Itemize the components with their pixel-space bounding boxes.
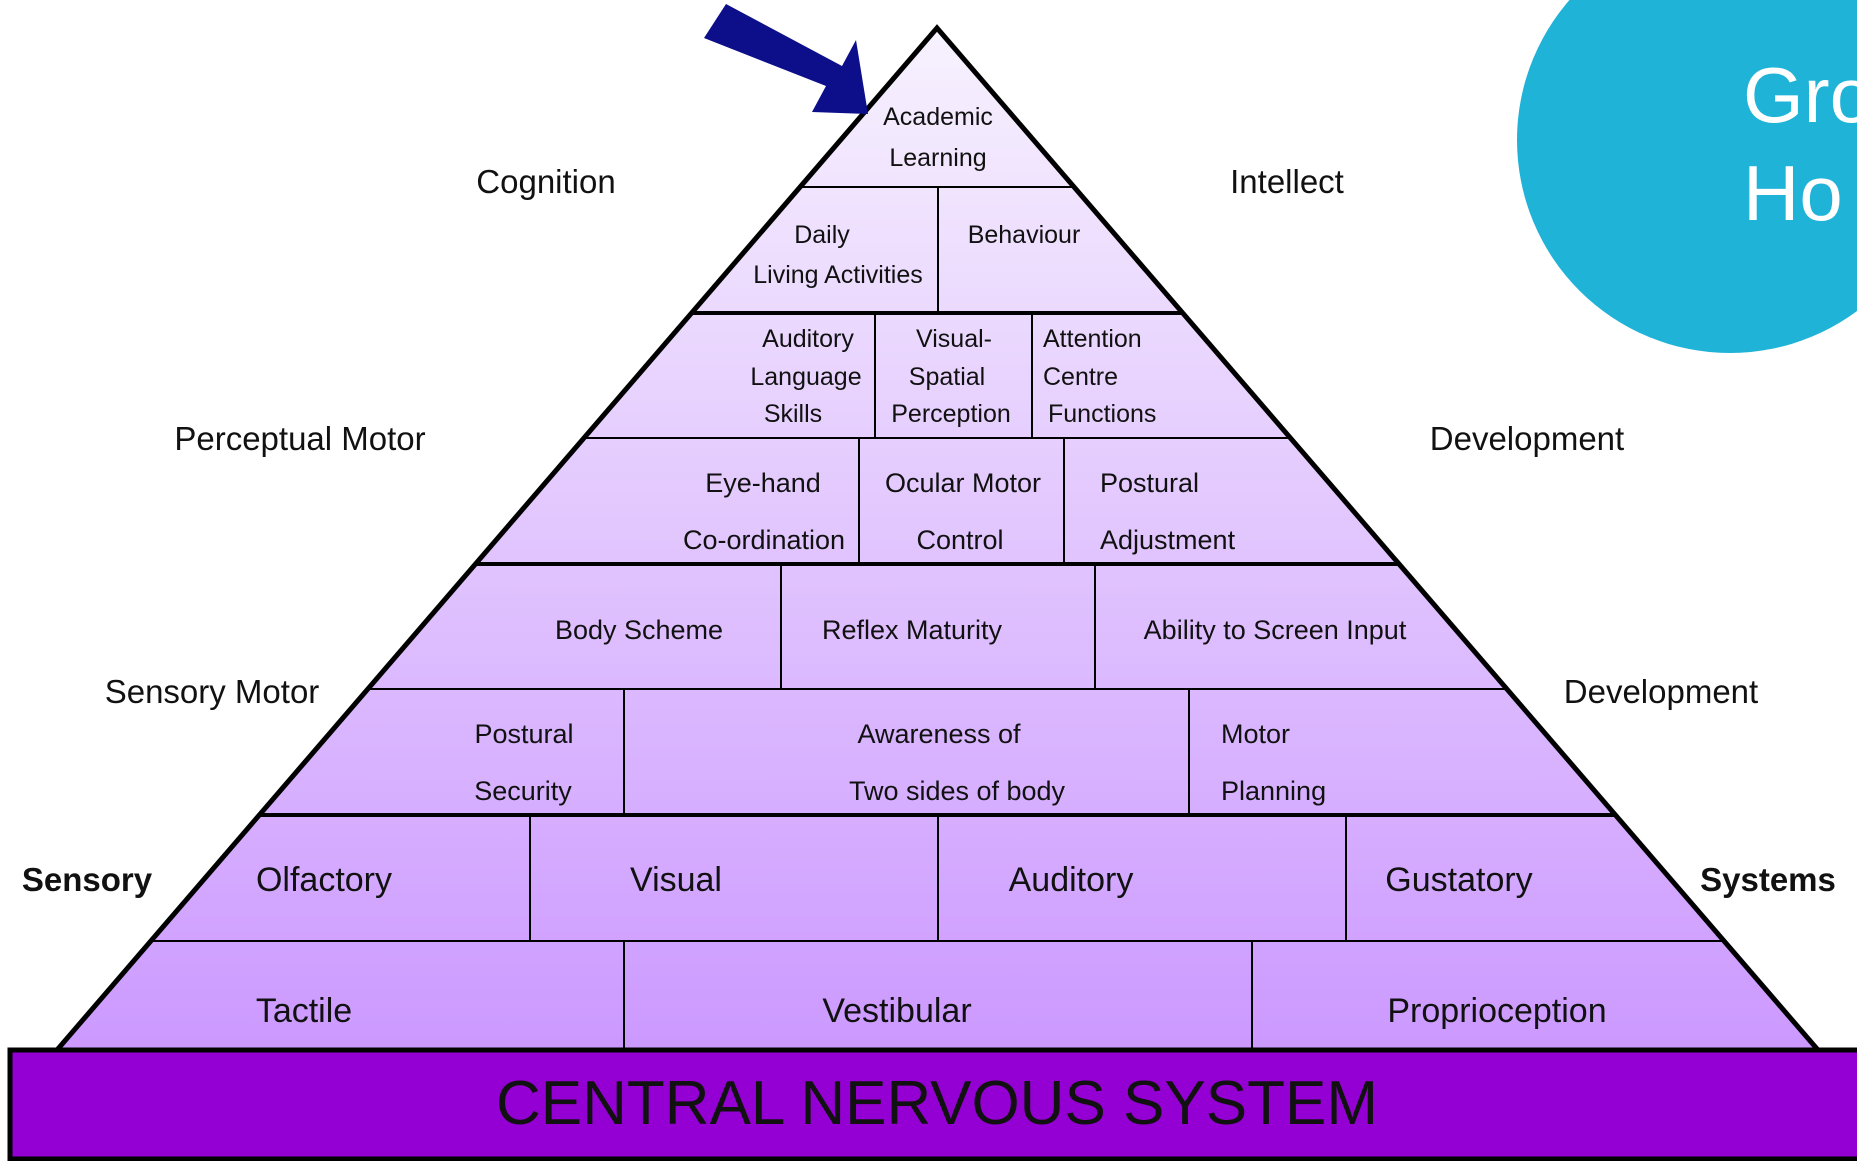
- cell-postural-adjustment: Postural Adjustment: [1100, 468, 1236, 555]
- cell-visual-spatial-line1: Visual-: [916, 325, 992, 353]
- cell-eye-hand: Eye-hand Co-ordination: [683, 468, 845, 555]
- label-development-1: Development: [1430, 420, 1624, 457]
- cell-screen-input: Ability to Screen Input: [1144, 615, 1407, 645]
- logo-text-line1: Gro: [1743, 51, 1857, 139]
- cell-eye-hand-line1: Eye-hand: [705, 468, 821, 498]
- cell-postural-security: Postural Security: [474, 719, 573, 806]
- cell-gustatory: Gustatory: [1385, 861, 1532, 899]
- cell-daily-line2: Living Activities: [753, 261, 923, 289]
- cell-tactile: Tactile: [256, 992, 352, 1030]
- cell-auditory-language: Auditory Language Skills: [750, 325, 861, 428]
- cell-reflex-maturity: Reflex Maturity: [822, 615, 1003, 645]
- label-sensory-motor: Sensory Motor: [105, 673, 320, 710]
- cell-auditory-language-line3: Skills: [764, 400, 822, 428]
- central-nervous-system-bar: [7, 1047, 1857, 1161]
- cell-two-sides-line2: Two sides of body: [849, 776, 1066, 806]
- arrow-pointer-icon: [704, 4, 868, 114]
- cell-two-sides-line1: Awareness of: [857, 719, 1021, 749]
- cell-behaviour: Behaviour: [968, 221, 1081, 249]
- label-intellect: Intellect: [1230, 163, 1344, 200]
- cell-daily-living: Daily Living Activities: [753, 221, 923, 289]
- cell-attention-line2: Centre: [1043, 363, 1118, 391]
- cell-postural-security-line1: Postural: [474, 719, 573, 749]
- label-perceptual-motor: Perceptual Motor: [174, 420, 425, 457]
- logo-badge: Gro Ho: [1517, 0, 1857, 353]
- cell-attention-line3: Functions: [1048, 400, 1156, 428]
- cell-academic-line2: Learning: [889, 144, 986, 172]
- cell-attention-centre: Attention Centre Functions: [1043, 325, 1156, 428]
- pyramid-body: [57, 28, 1818, 1050]
- cell-two-sides: Awareness of Two sides of body: [849, 719, 1066, 806]
- cell-postural-adjustment-line1: Postural: [1100, 468, 1199, 498]
- cell-attention-line1: Attention: [1043, 325, 1142, 353]
- cell-ocular-line1: Ocular Motor: [885, 468, 1041, 498]
- label-development-2: Development: [1564, 673, 1758, 710]
- logo-circle: [1517, 0, 1857, 353]
- cell-olfactory: Olfactory: [256, 861, 392, 899]
- logo-text-line2: Ho: [1743, 149, 1843, 237]
- label-sensory: Sensory: [22, 861, 153, 898]
- cell-motor-planning-line2: Planning: [1221, 776, 1326, 806]
- cell-visual: Visual: [630, 861, 722, 899]
- cell-vestibular: Vestibular: [822, 992, 971, 1030]
- cell-body-scheme: Body Scheme: [555, 615, 723, 645]
- cell-daily-line1: Daily: [794, 221, 850, 249]
- central-nervous-system-label: CENTRAL NERVOUS SYSTEM: [496, 1069, 1378, 1138]
- cell-postural-adjustment-line2: Adjustment: [1100, 525, 1236, 555]
- label-systems: Systems: [1700, 861, 1836, 898]
- cell-postural-security-line2: Security: [474, 776, 572, 806]
- cell-eye-hand-line2: Co-ordination: [683, 525, 845, 555]
- cell-ocular-motor: Ocular Motor Control: [885, 468, 1041, 555]
- cell-motor-planning: Motor Planning: [1221, 719, 1326, 806]
- cell-proprioception: Proprioception: [1387, 992, 1606, 1030]
- cell-visual-spatial-line3: Perception: [891, 400, 1011, 428]
- cell-academic-line1: Academic: [883, 103, 993, 131]
- cell-motor-planning-line1: Motor: [1221, 719, 1290, 749]
- cell-academic-learning: Academic Learning: [883, 103, 993, 172]
- cell-auditory: Auditory: [1009, 861, 1134, 899]
- label-cognition: Cognition: [476, 163, 615, 200]
- cell-visual-spatial-line2: Spatial: [909, 363, 985, 391]
- cell-auditory-language-line2: Language: [750, 363, 861, 391]
- cell-visual-spatial: Visual- Spatial Perception: [891, 325, 1011, 428]
- cell-ocular-line2: Control: [916, 525, 1003, 555]
- cell-auditory-language-line1: Auditory: [762, 325, 854, 353]
